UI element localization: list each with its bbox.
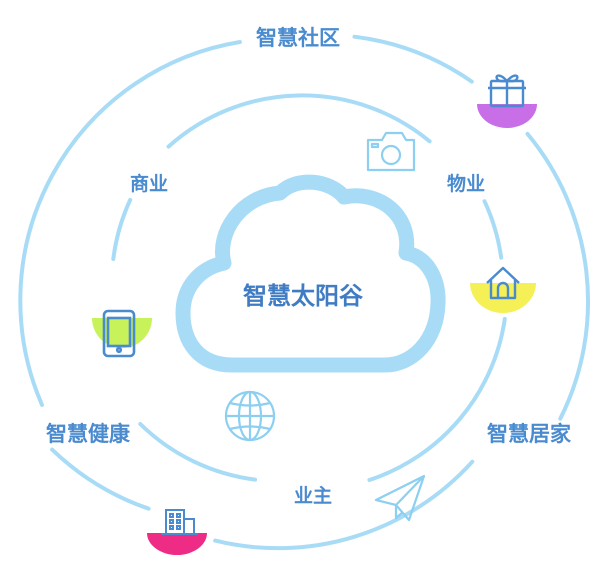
label-property: 物业 <box>447 172 485 195</box>
inner-ring-segment <box>482 199 504 260</box>
home-badge <box>470 266 536 313</box>
camera-icon <box>366 131 416 172</box>
inner-ring-segment <box>138 422 258 482</box>
gift-icon <box>488 74 526 108</box>
label-smart-health: 智慧健康 <box>46 422 131 446</box>
building-badge <box>147 509 207 555</box>
cloud-icon: 智慧太阳谷 <box>175 174 446 373</box>
outer-ring-segment <box>352 34 474 84</box>
outer-ring-segment <box>50 447 151 511</box>
inner-ring <box>111 93 507 482</box>
label-owner: 业主 <box>294 485 332 507</box>
building-icon <box>161 509 198 535</box>
inner-ring-segment <box>111 197 133 261</box>
home-icon <box>486 266 520 300</box>
outer-ring-segment <box>18 40 242 407</box>
paper-plane-icon <box>374 474 426 522</box>
inner-ring-segment <box>367 316 507 482</box>
inner-ring-segment <box>166 93 432 149</box>
phone-badge <box>92 309 152 358</box>
outer-ring-segment <box>213 459 475 551</box>
label-commerce: 商业 <box>130 172 168 195</box>
gift-badge <box>477 74 537 128</box>
center-label: 智慧太阳谷 <box>243 282 364 310</box>
label-smart-home: 智慧居家 <box>487 422 572 446</box>
phone-icon <box>102 309 136 358</box>
outer-ring <box>18 34 591 551</box>
outer-ring-segment <box>525 131 591 421</box>
label-smart-community: 智慧社区 <box>256 26 340 50</box>
globe-icon <box>224 390 276 442</box>
